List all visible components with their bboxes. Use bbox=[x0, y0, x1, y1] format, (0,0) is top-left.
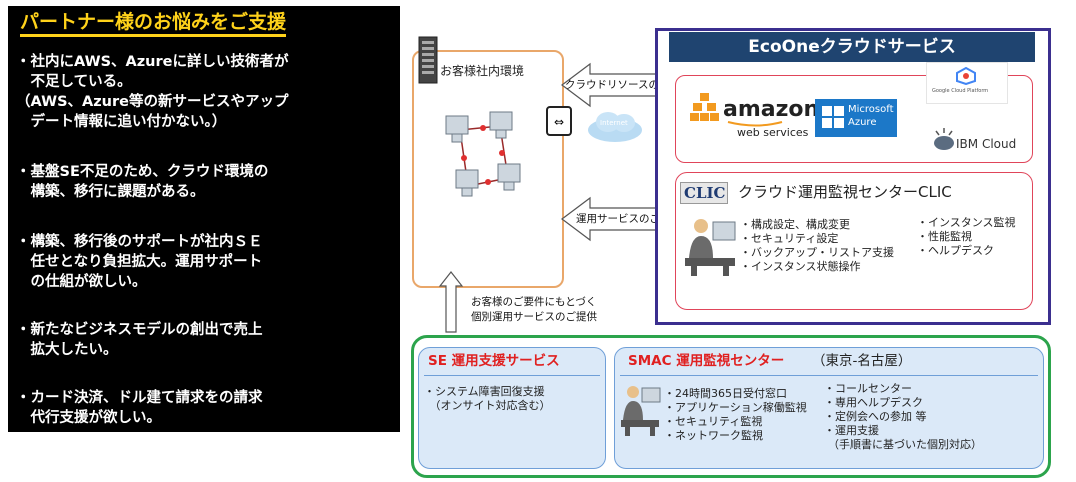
issues-title: パートナー様のお悩みをご支援 bbox=[20, 10, 287, 37]
se-title: SE 運用支援サービス bbox=[428, 353, 560, 369]
smac-item: （手順書に基づいた個別対応） bbox=[828, 438, 982, 451]
issue-line: ・基盤SE不足のため、クラウド環境の bbox=[16, 164, 269, 180]
customer-environment-label: お客様社内環境 bbox=[440, 64, 525, 78]
smac-item: ・24時間365日受付窓口 bbox=[664, 387, 787, 400]
google-cloud-text: Google Cloud Platform bbox=[932, 88, 989, 94]
smac-item: ・セキュリティ監視 bbox=[664, 415, 763, 428]
windows-icon bbox=[822, 106, 844, 128]
ibm-cloud-text: IBM Cloud bbox=[956, 137, 1017, 151]
issue-line: デート情報に追い付かない。） bbox=[16, 114, 227, 130]
aws-cubes-icon bbox=[690, 93, 719, 121]
clic-item: ・ヘルプデスク bbox=[917, 244, 994, 257]
operator-icon bbox=[685, 219, 736, 276]
microsoft-text: Microsoft bbox=[848, 104, 894, 115]
clic-item: ・セキュリティ設定 bbox=[740, 232, 839, 245]
issues-panel bbox=[8, 6, 400, 432]
amazon-logo-text: amazon bbox=[723, 97, 820, 122]
se-item: （オンサイト対応含む） bbox=[424, 399, 551, 412]
se-item: ・システム障害回復支援 bbox=[424, 385, 545, 398]
ecoone-title: EcoOneクラウドサービス bbox=[669, 32, 1035, 62]
clic-item: ・バックアップ・リストア支援 bbox=[740, 246, 894, 259]
smac-divider bbox=[620, 375, 1038, 376]
aws-text: web services bbox=[737, 126, 809, 139]
svg-text:⇔: ⇔ bbox=[554, 115, 564, 129]
individual-service-arrow bbox=[438, 271, 464, 333]
issue-line: ・カード決済、ドル建て請求をの請求 bbox=[16, 390, 263, 406]
google-cloud-icon bbox=[956, 67, 976, 85]
network-computers-icon bbox=[445, 111, 521, 197]
clic-logo: CLIC bbox=[680, 182, 728, 204]
smac-item: ・アプリケーション稼働監視 bbox=[664, 401, 807, 414]
smac-item: ・専用ヘルプデスク bbox=[824, 396, 923, 409]
smac-item: ・定例会への参加 等 bbox=[824, 410, 927, 423]
clic-item: ・インスタンス状態操作 bbox=[740, 260, 861, 273]
operation-service-label: 運用サービスのご提供 bbox=[576, 213, 681, 225]
se-support-box bbox=[418, 347, 606, 469]
smac-title: SMAC 運用監視センター bbox=[628, 353, 785, 369]
issue-line: ・社内にAWS、Azureに詳しい技術者が bbox=[16, 54, 289, 70]
azure-text: Azure bbox=[848, 117, 877, 128]
amazon-smile-icon bbox=[727, 121, 783, 127]
issue-line: 不足している。 bbox=[16, 74, 132, 90]
server-icon bbox=[418, 36, 438, 84]
customer-environment-box bbox=[412, 50, 564, 288]
individual-service-label-1: お客様のご要件にもとづく bbox=[471, 296, 597, 308]
issue-line: 拡大したい。 bbox=[16, 342, 118, 358]
clic-item: ・性能監視 bbox=[917, 230, 972, 243]
smac-item: ・コールセンター bbox=[824, 382, 912, 395]
smac-location: （東京-名古屋） bbox=[812, 353, 912, 369]
issue-line: 任せとなり負担拡大。運用サポート bbox=[16, 254, 263, 270]
issue-line: ・構築、移行後のサポートが社内ＳＥ bbox=[16, 234, 263, 250]
issue-line: の仕組が欲しい。 bbox=[16, 274, 147, 290]
issue-line: 構築、移行に課題がある。 bbox=[16, 184, 205, 200]
clic-center-box bbox=[675, 172, 1033, 310]
smac-operator-icon bbox=[621, 386, 661, 436]
internet-cloud-icon bbox=[588, 112, 642, 142]
individual-service-label-2: 個別運用サービスのご提供 bbox=[471, 311, 597, 323]
clic-title: クラウド運用監視センターCLIC bbox=[738, 183, 952, 201]
smac-center-box bbox=[614, 347, 1044, 469]
smac-item: ・ネットワーク監視 bbox=[664, 429, 763, 442]
ibm-cloud-icon bbox=[934, 128, 954, 150]
firewall-icon: ⇔ bbox=[546, 106, 572, 136]
internet-label: Internet bbox=[600, 119, 628, 127]
se-divider bbox=[424, 375, 600, 376]
issue-line: （AWS、Azure等の新サービスやアップ bbox=[16, 94, 289, 110]
smac-item: ・運用支援 bbox=[824, 424, 879, 437]
issue-line: 代行支援が欲しい。 bbox=[16, 410, 161, 426]
issue-line: ・新たなビジネスモデルの創出で売上 bbox=[16, 322, 263, 338]
clic-item: ・構成設定、構成変更 bbox=[740, 218, 850, 231]
clic-item: ・インスタンス監視 bbox=[917, 216, 1016, 229]
